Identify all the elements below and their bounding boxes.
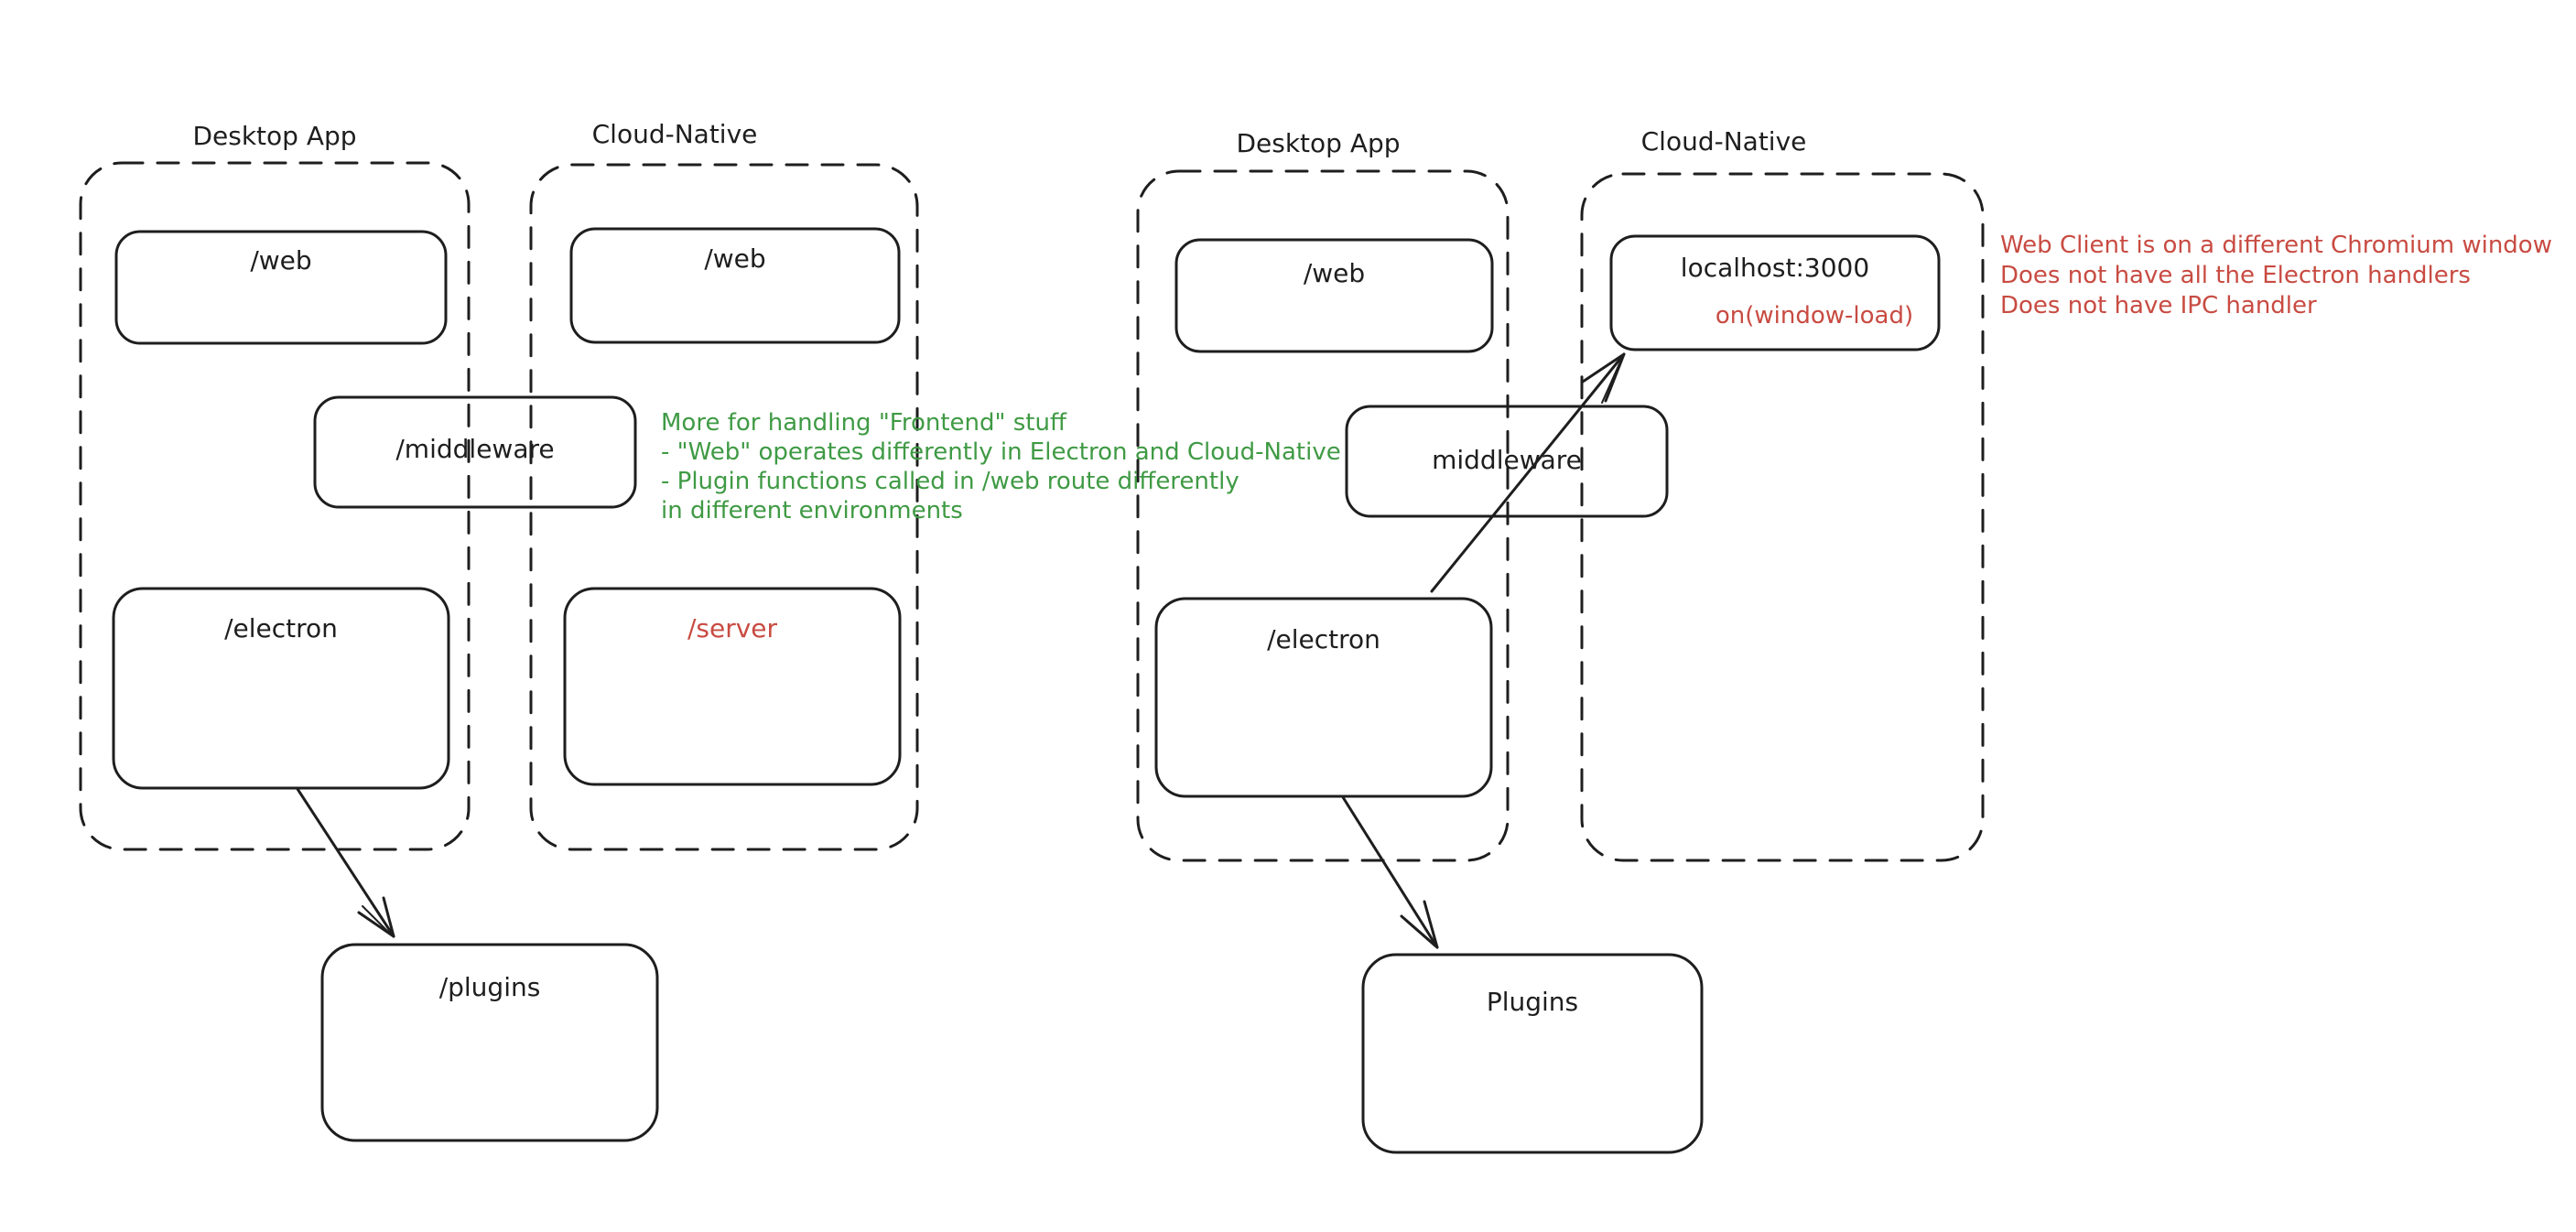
right-desktop-app-title: Desktop App: [1236, 128, 1401, 158]
right-middleware-box[interactable]: [1345, 405, 1669, 518]
annotation-line: Web Client is on a different Chromium wi…: [2000, 232, 2552, 259]
right-window-load-label: on(window-load): [1715, 302, 1914, 330]
left-desktop-app-container[interactable]: [79, 161, 471, 851]
right-localhost-label: localhost:3000: [1680, 253, 1870, 283]
annotation-line: in different environments: [661, 497, 963, 524]
annotation-line: - Plugin functions called in /web route …: [661, 468, 1239, 495]
right-electron-box[interactable]: [1154, 597, 1493, 798]
left-electron-box[interactable]: [112, 587, 450, 790]
right-red-annotation: Web Client is on a different Chromium wi…: [2000, 231, 2552, 321]
left-plugins-label: /plugins: [438, 972, 541, 1002]
right-plugins-label: Plugins: [1486, 987, 1579, 1017]
right-desktop-web-box[interactable]: [1174, 238, 1494, 353]
annotation-line: Does not have all the Electron handlers: [2000, 262, 2471, 289]
annotation-line: More for handling "Frontend" stuff: [661, 409, 1066, 437]
left-electron-to-plugins-arrow[interactable]: [296, 787, 395, 938]
left-plugins-box[interactable]: [320, 943, 659, 1142]
left-cloud-web-label: /web: [704, 243, 766, 274]
right-middleware-label: middleware: [1432, 445, 1582, 475]
left-cloud-native-container[interactable]: [529, 163, 919, 851]
left-electron-label: /electron: [224, 613, 338, 643]
left-green-annotation: More for handling "Frontend" stuff - "We…: [661, 408, 1341, 525]
right-electron-to-plugins-arrow[interactable]: [1341, 795, 1439, 949]
right-cloud-native-title: Cloud-Native: [1640, 126, 1807, 157]
left-server-box[interactable]: [563, 587, 902, 786]
right-electron-label: /electron: [1267, 624, 1380, 654]
left-server-label: /server: [687, 613, 778, 643]
left-cloud-native-title: Cloud-Native: [591, 119, 758, 149]
annotation-line: - "Web" operates differently in Electron…: [661, 438, 1341, 466]
left-desktop-app-title: Desktop App: [192, 121, 357, 151]
left-cloud-web-box[interactable]: [569, 227, 901, 344]
right-cloud-native-container[interactable]: [1580, 172, 1985, 862]
annotation-line: Does not have IPC handler: [2000, 292, 2317, 319]
right-desktop-web-label: /web: [1303, 258, 1366, 288]
right-electron-to-localhost-arrow[interactable]: [1430, 352, 1626, 593]
right-localhost-box[interactable]: [1609, 234, 1941, 351]
left-desktop-web-box[interactable]: [114, 230, 448, 345]
right-plugins-box[interactable]: [1361, 953, 1704, 1154]
left-middleware-box[interactable]: [313, 395, 637, 509]
left-middleware-label: /middleware: [395, 434, 555, 464]
left-desktop-web-label: /web: [250, 245, 312, 276]
